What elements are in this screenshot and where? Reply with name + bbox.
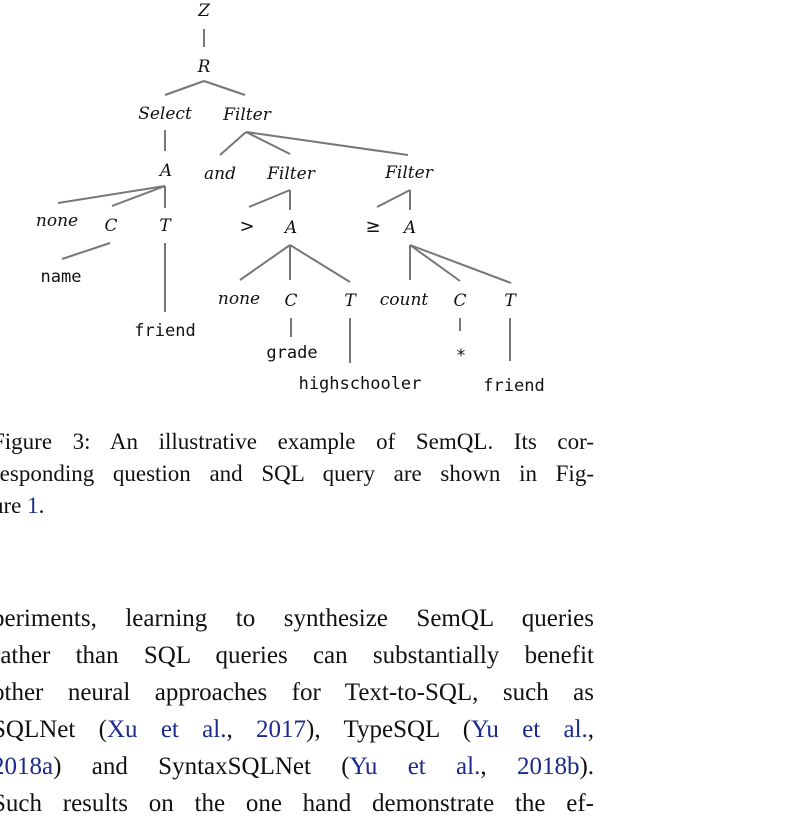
body-text: ,	[480, 753, 517, 780]
semql-tree-figure: Z R Select Filter A and Filter Filter no…	[36, 1, 545, 396]
node-a: A	[158, 161, 172, 181]
body-text: SQLNet (	[0, 716, 107, 743]
citation-link[interactable]: Yu et al.	[349, 753, 481, 780]
body-line: 2018a) and SyntaxSQLNet (Yu et al., 2018…	[0, 748, 594, 785]
body-text: ), TypeSQL (	[306, 716, 472, 743]
caption-text: ure	[0, 493, 22, 518]
caption-text: .	[38, 493, 45, 518]
node-t: T	[344, 291, 357, 311]
node-c: C	[104, 216, 117, 236]
node-count: count	[380, 290, 429, 310]
tree-edges	[57, 29, 512, 363]
body-text: ) and SyntaxSQLNet (	[53, 753, 350, 780]
figure-reference-link[interactable]: 1	[27, 493, 39, 518]
node-filter: Filter	[266, 164, 316, 184]
node-star: *	[456, 346, 466, 366]
node-friend: friend	[134, 321, 195, 341]
node-c: C	[453, 291, 466, 311]
tree-nodes: Z R Select Filter A and Filter Filter no…	[36, 1, 545, 396]
citation-link[interactable]: Xu et al.	[106, 716, 227, 743]
node-filter: Filter	[384, 163, 434, 183]
body-line: SQLNet (Xu et al., 2017), TypeSQL (Yu et…	[0, 711, 594, 748]
node-t: T	[504, 291, 517, 311]
node-a: A	[402, 218, 416, 238]
caption-line: Figure 3: An illustrative example of Sem…	[0, 429, 594, 454]
node-none: none	[218, 289, 260, 309]
body-line: other neural approaches for Text-to-SQL,…	[0, 679, 594, 706]
node-t: T	[159, 216, 172, 236]
node-filter: Filter	[222, 105, 272, 125]
node-greater-than: >	[239, 216, 254, 237]
body-line: Such results on the one hand demonstrate…	[0, 790, 594, 817]
caption-line: responding question and SQL query are sh…	[0, 461, 594, 486]
body-line: periments, learning to synthesize SemQL …	[0, 605, 594, 632]
node-highschooler: highschooler	[299, 374, 422, 394]
node-geq: ≥	[365, 216, 380, 237]
caption-line: ure 1.	[0, 490, 594, 522]
node-name: name	[41, 267, 82, 287]
citation-link[interactable]: 2018a	[0, 753, 54, 780]
citation-link[interactable]: 2017	[256, 716, 307, 743]
node-r: R	[197, 57, 211, 77]
body-text: ).	[579, 753, 595, 780]
node-none: none	[36, 211, 78, 231]
node-and: and	[204, 164, 236, 184]
citation-link[interactable]: 2018b	[516, 753, 580, 780]
node-a: A	[283, 218, 297, 238]
body-line: rather than SQL queries can substantiall…	[0, 642, 594, 669]
node-c: C	[284, 291, 297, 311]
node-z: Z	[197, 1, 211, 21]
node-grade: grade	[266, 343, 317, 363]
node-select: Select	[138, 104, 192, 124]
body-text: ,	[587, 716, 595, 743]
body-text: ,	[226, 716, 257, 743]
citation-link[interactable]: Yu et al.	[471, 716, 588, 743]
node-friend: friend	[483, 376, 544, 396]
